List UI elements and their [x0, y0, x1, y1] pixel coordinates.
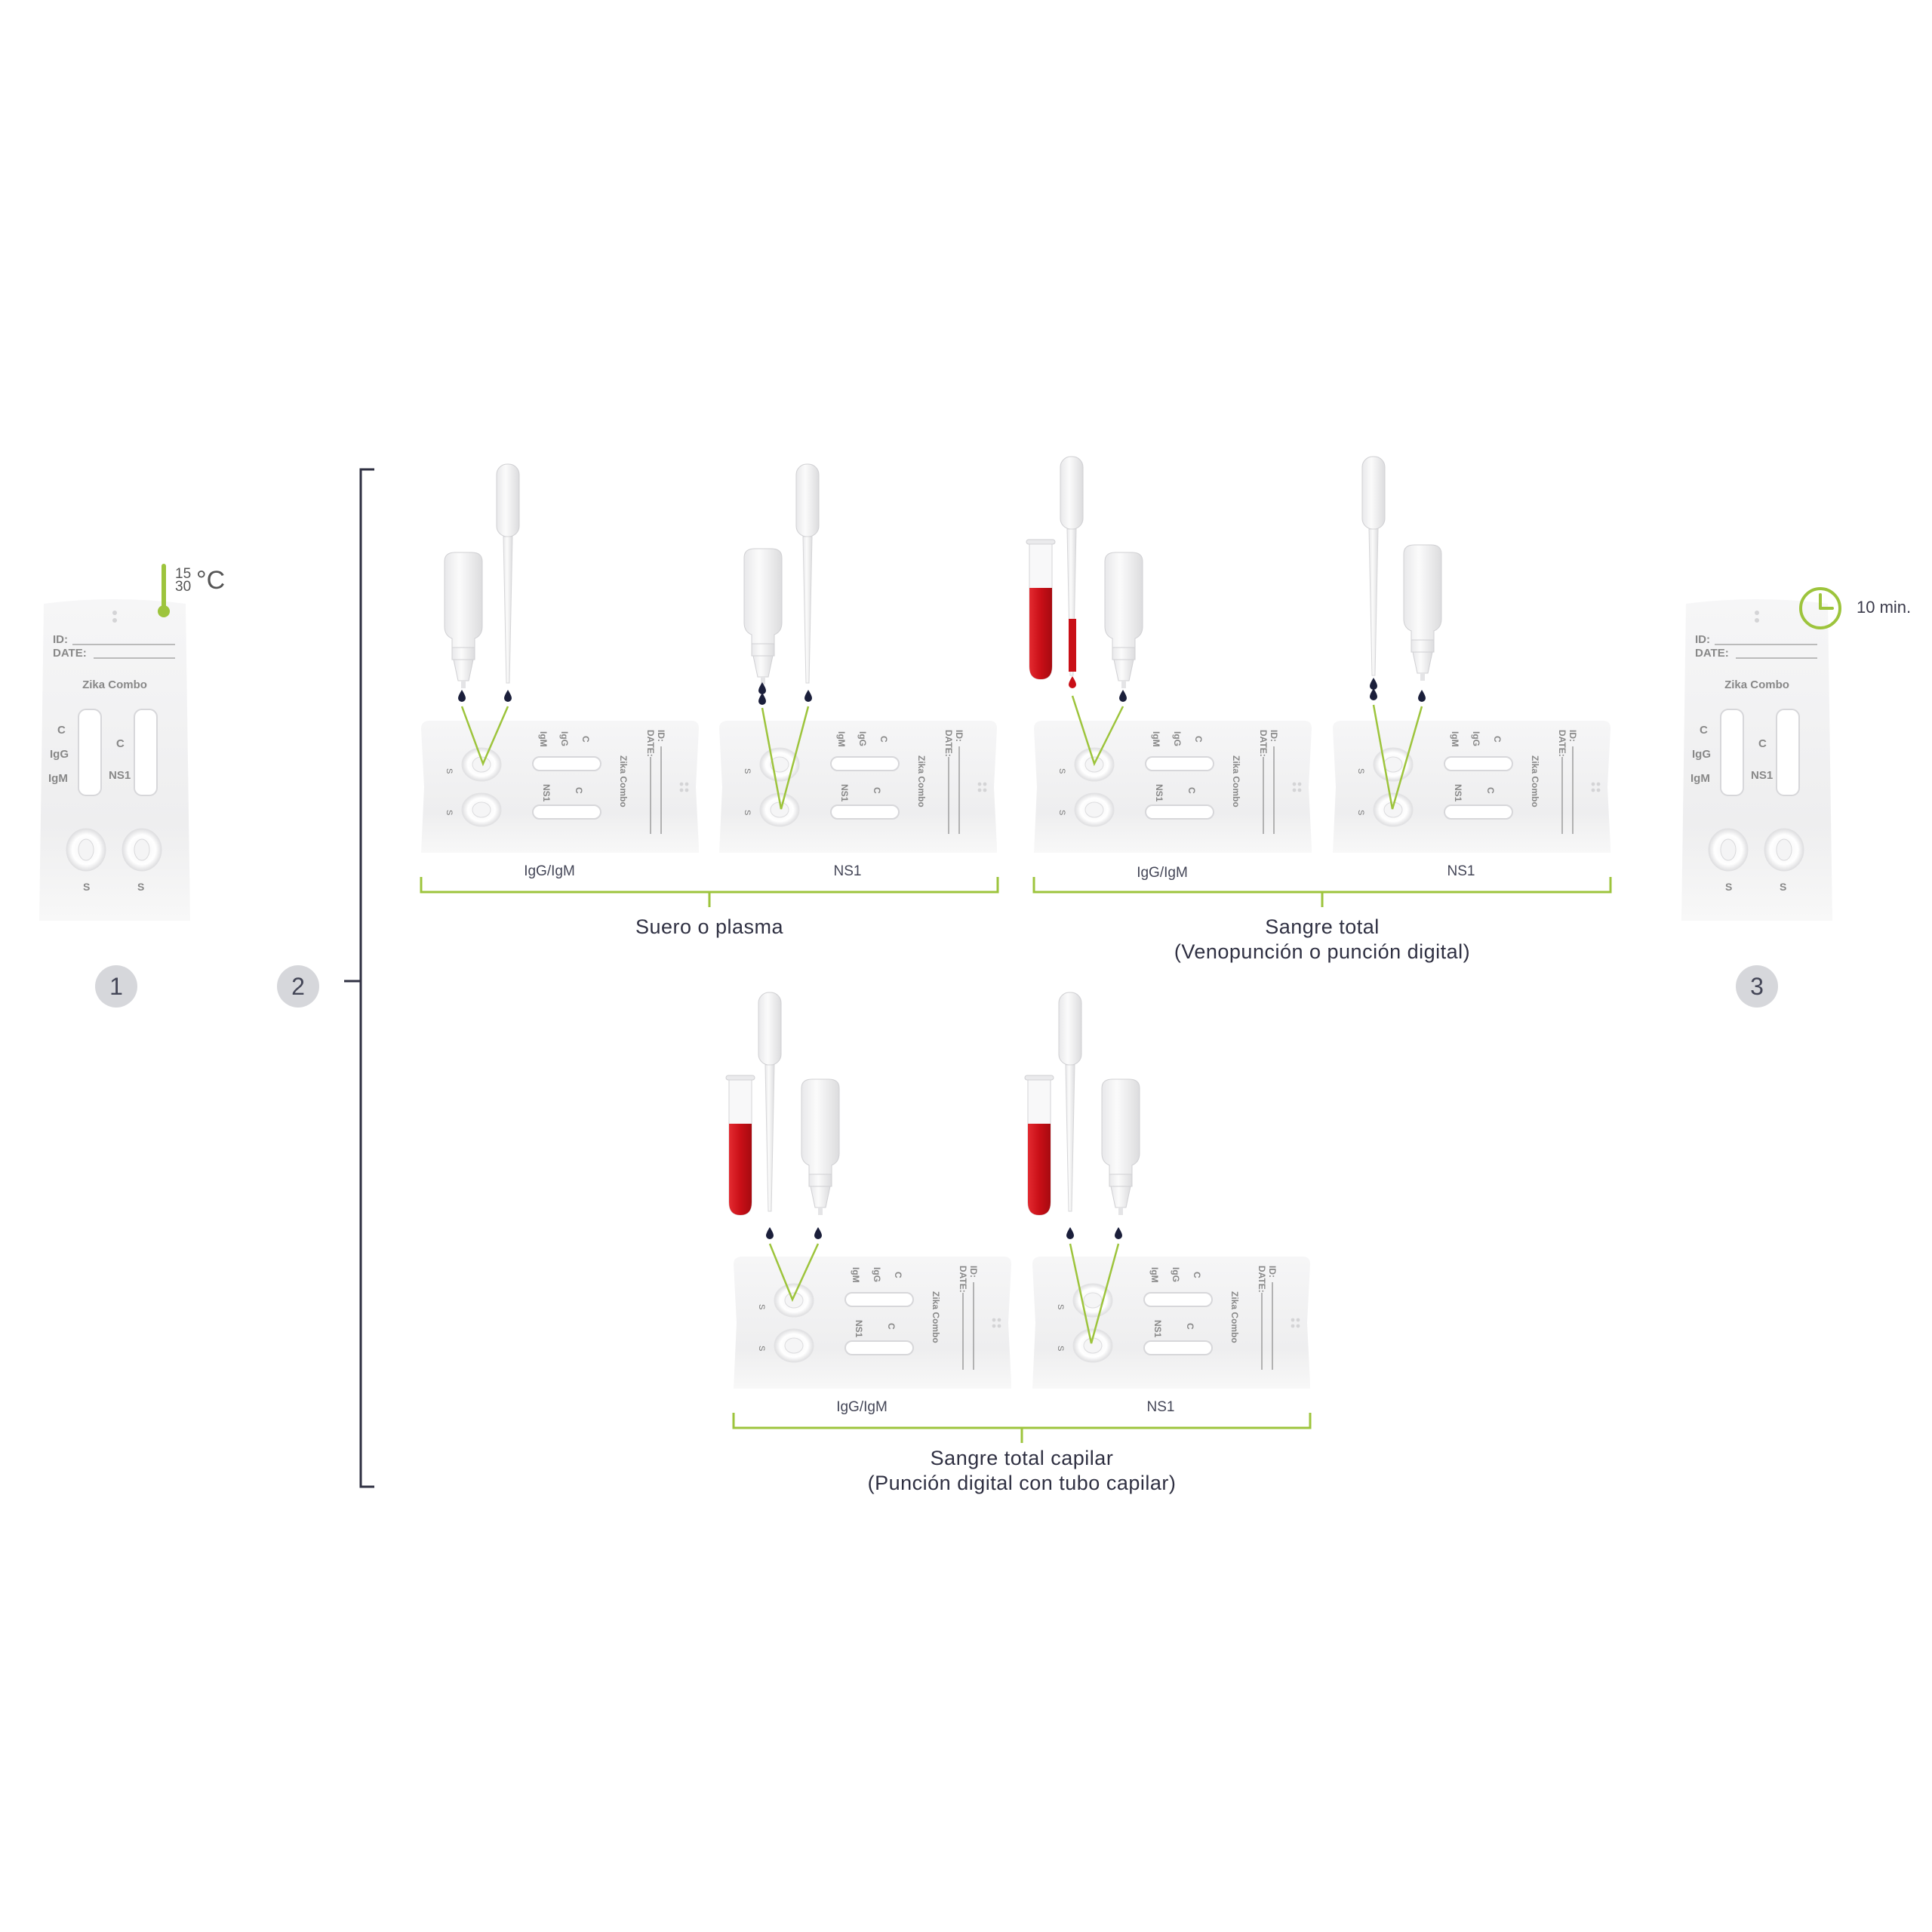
svg-text:S: S — [1725, 881, 1732, 893]
svg-text:C: C — [1700, 724, 1708, 737]
blood-tube — [1026, 539, 1056, 680]
label-capillary-ns1: NS1 — [1146, 1399, 1175, 1415]
device-name: Zika Combo — [82, 678, 147, 691]
buffer-drop — [1418, 690, 1426, 702]
cassette-capillary-igg — [733, 1256, 1012, 1389]
cassette-capillary-ns1 — [1032, 1256, 1311, 1389]
svg-text:IgM: IgM — [48, 772, 68, 785]
pipette — [496, 463, 520, 684]
buffer-bottle — [743, 548, 783, 685]
pipette — [795, 463, 820, 684]
blood-tube — [1024, 1075, 1054, 1216]
step3-device: ID: DATE: Zika Combo C IgG IgM C NS1 S S — [1681, 599, 1832, 921]
temp-range: 15 30 — [175, 566, 192, 595]
blood-drop — [766, 1227, 774, 1239]
temp-high: 15 — [175, 566, 192, 582]
cassette-serum-igg — [420, 720, 700, 854]
buffer-bottle — [1101, 1078, 1140, 1216]
blood-drop — [1066, 1227, 1074, 1239]
blood-drop — [1069, 676, 1076, 688]
group-serum-title: Suero o plasma — [635, 915, 784, 938]
svg-text:IgG: IgG — [50, 748, 69, 761]
svg-text:S: S — [83, 881, 90, 893]
pipette — [758, 992, 782, 1212]
buffer-bottle — [801, 1078, 840, 1216]
buffer-drop — [814, 1227, 822, 1239]
device-date-label: DATE: — [53, 647, 87, 660]
timer-label: 10 min. — [1857, 598, 1912, 617]
label-blood-ns1: NS1 — [1447, 863, 1475, 879]
step2-bracket — [344, 468, 374, 1488]
group-blood-title: Sangre total (Venopunción o punción digi… — [1174, 915, 1471, 963]
sample-drop — [504, 690, 512, 702]
step-3-badge: 3 — [1736, 965, 1778, 1008]
svg-text:NS1: NS1 — [1751, 769, 1773, 782]
svg-text:ID:: ID: — [1695, 633, 1710, 646]
sample-drop — [804, 690, 812, 702]
svg-text:C: C — [116, 737, 125, 750]
buffer-bottle — [444, 552, 483, 689]
label-blood-igg: IgG/IgM — [1137, 865, 1188, 881]
svg-text:C: C — [57, 724, 66, 737]
cassette-blood-igg — [1033, 720, 1312, 854]
svg-text:DATE:: DATE: — [1695, 647, 1729, 660]
blood-tube — [725, 1075, 755, 1216]
step-2-badge: 2 — [277, 965, 319, 1008]
buffer-drop — [1119, 690, 1127, 702]
temp-unit: °C — [196, 566, 226, 595]
buffer-drop — [1115, 1227, 1122, 1239]
device-id-label: ID: — [53, 633, 68, 646]
buffer-bottle — [1104, 552, 1143, 689]
buffer-bottle — [1403, 544, 1442, 681]
svg-text:S: S — [1780, 881, 1786, 893]
step1-device: ID: DATE: Zika Combo C IgG IgM C NS1 S S — [39, 599, 190, 921]
svg-text:IgG: IgG — [1692, 748, 1711, 761]
label-capillary-igg: IgG/IgM — [836, 1399, 888, 1415]
blood-drop — [1370, 678, 1377, 690]
thermometer-icon — [158, 564, 170, 617]
buffer-drop — [458, 690, 466, 702]
label-serum-ns1: NS1 — [833, 863, 862, 879]
pipette — [1361, 456, 1386, 676]
svg-text:IgM: IgM — [1690, 772, 1710, 785]
pipette — [1058, 992, 1082, 1212]
step-1-badge: 1 — [95, 965, 137, 1008]
svg-text:S: S — [137, 881, 144, 893]
temp-low: 30 — [175, 579, 192, 595]
group-capillary-title: Sangre total capilar (Punción digital co… — [867, 1447, 1177, 1494]
svg-text:C: C — [1758, 737, 1767, 750]
group-brackets — [420, 877, 1612, 1443]
clock-icon — [1799, 587, 1841, 629]
svg-text:NS1: NS1 — [109, 769, 131, 782]
label-serum-igg: IgG/IgM — [524, 863, 575, 879]
cassette-blood-ns1 — [1332, 720, 1611, 854]
svg-text:Zika Combo: Zika Combo — [1724, 678, 1789, 691]
cassette-serum-ns1 — [718, 720, 998, 854]
